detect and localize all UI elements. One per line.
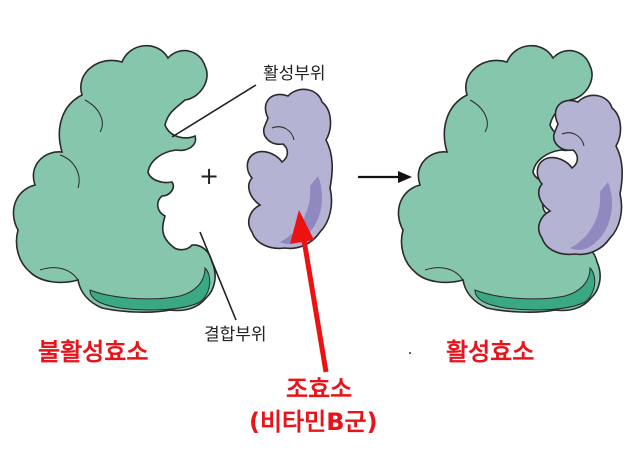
coenzyme-label: 조효소 [286, 375, 353, 403]
stray-dot [409, 352, 411, 354]
active-enzyme-label: 활성효소 [446, 338, 535, 366]
enzyme-dark-band [89, 266, 211, 311]
plus-sign: + [199, 162, 220, 190]
reaction-arrow [358, 171, 412, 183]
inactive-enzyme-shape [12, 44, 216, 313]
binding-site-label: 결합부위 [204, 325, 267, 345]
active-site-label: 활성부위 [263, 64, 326, 84]
coenzyme-shape [246, 88, 334, 250]
active-site-pointer-line [171, 84, 257, 138]
bound-coenzyme-shape [536, 94, 624, 256]
coenzyme-pointer-arrow [290, 210, 329, 373]
active-enzyme-shape [397, 44, 601, 313]
inactive-enzyme-label: 불활성효소 [38, 338, 149, 366]
binding-site-pointer-line [199, 231, 237, 321]
coenzyme-shadow [280, 176, 322, 244]
vitamin-b-label: (비타민B군) [249, 408, 378, 436]
